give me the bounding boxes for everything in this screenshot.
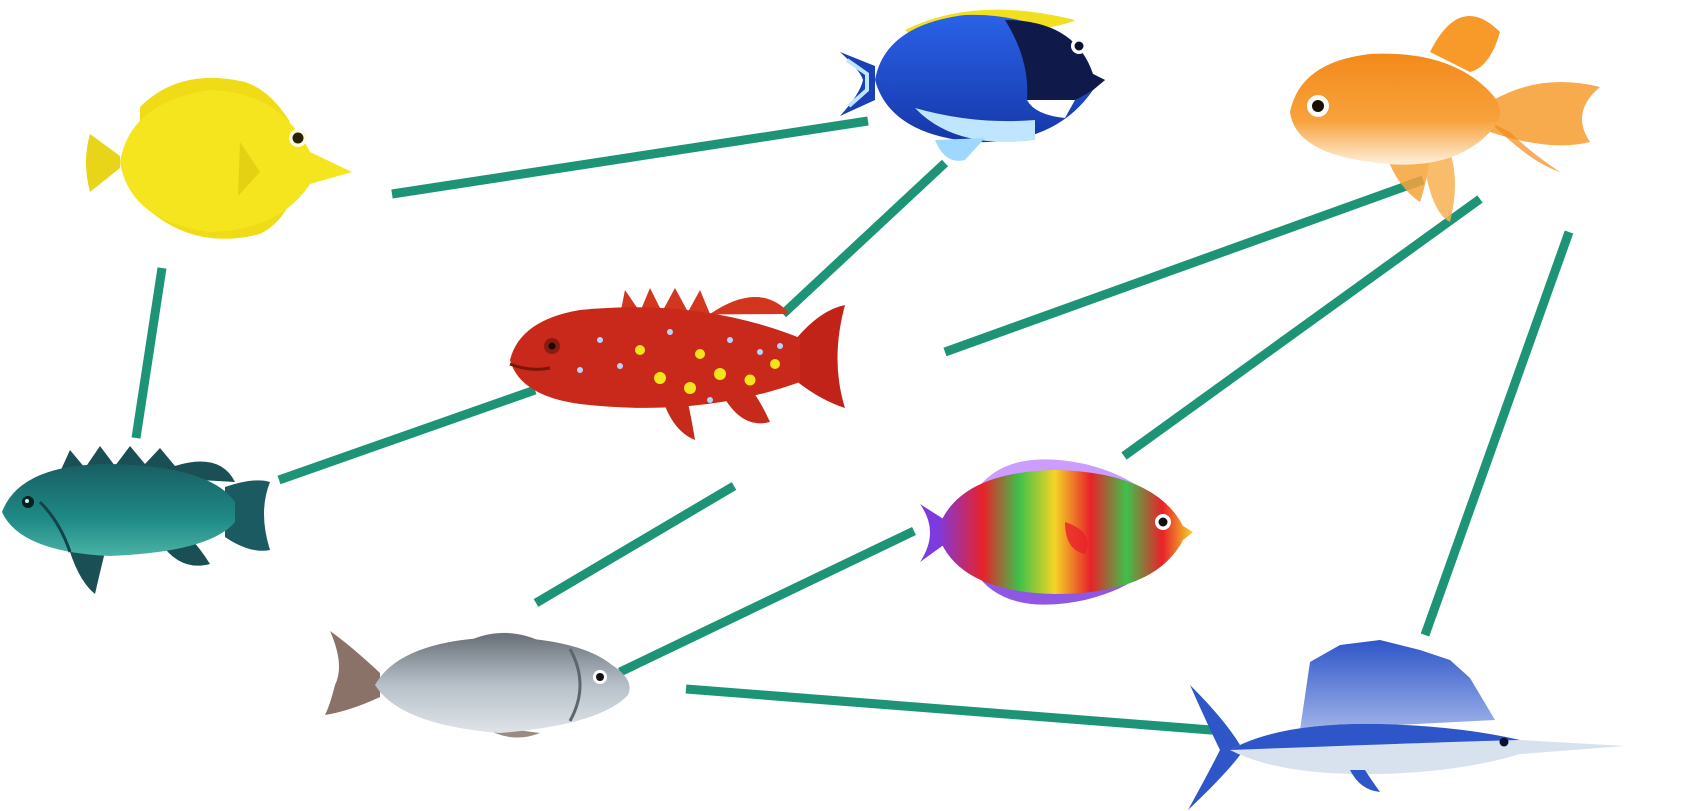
edge-yellow-tang-powder-blue-tang bbox=[392, 121, 868, 194]
connection-lines bbox=[136, 121, 1569, 731]
edge-powder-blue-tang-red-grouper bbox=[783, 163, 945, 314]
edge-goldfish-rainbow-angelfish bbox=[1124, 199, 1480, 456]
edge-rainbow-angelfish-silver-carp bbox=[620, 531, 914, 672]
edge-red-grouper-silver-carp bbox=[536, 486, 734, 603]
red-spotted-grouper-icon bbox=[510, 288, 845, 440]
rainbow-angelfish-icon bbox=[920, 459, 1193, 604]
goldfish-icon bbox=[1290, 16, 1600, 222]
edge-red-grouper-green-cichlid bbox=[279, 390, 535, 480]
sailfish-icon bbox=[1188, 640, 1625, 810]
edge-goldfish-red-grouper bbox=[945, 180, 1423, 352]
edge-yellow-tang-green-cichlid bbox=[136, 268, 162, 438]
edge-silver-carp-sailfish bbox=[686, 689, 1224, 731]
silver-carp-fish-icon bbox=[325, 631, 630, 738]
powder-blue-tang-fish-icon bbox=[840, 10, 1105, 161]
green-cichlid-fish-icon bbox=[2, 446, 270, 594]
yellow-tang-fish-icon bbox=[86, 78, 352, 239]
edge-goldfish-sailfish bbox=[1425, 232, 1569, 635]
